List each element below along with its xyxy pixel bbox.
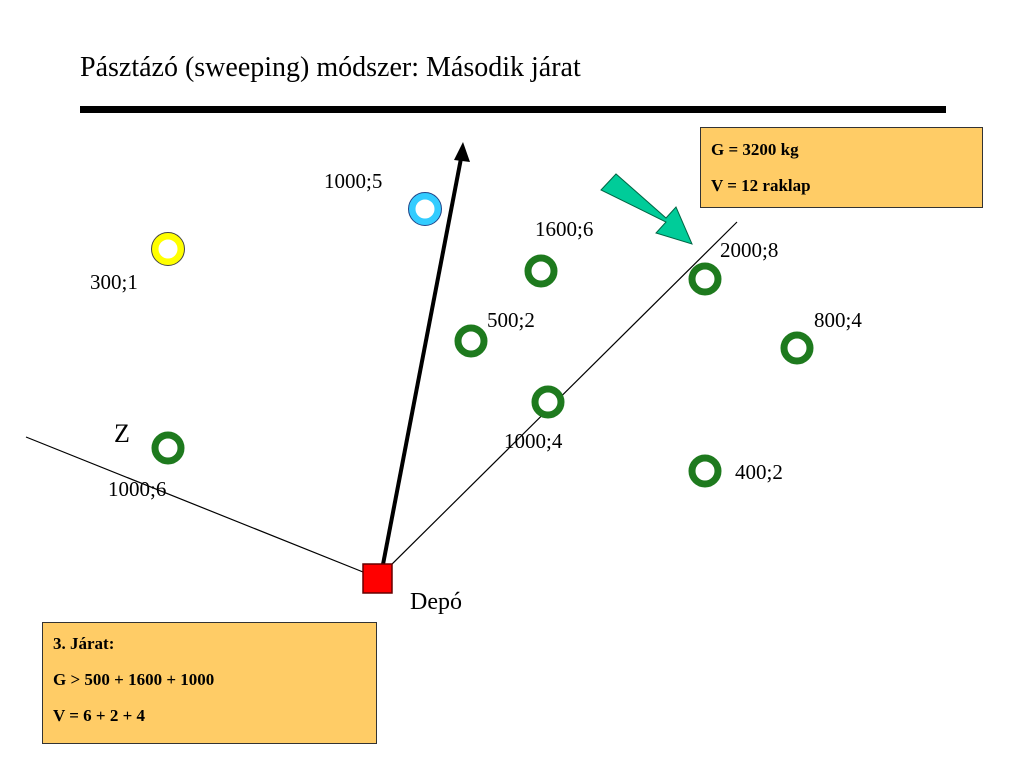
route-heading: 3. Járat: <box>53 634 115 653</box>
route-weight: G > 500 + 1600 + 1000 <box>53 670 215 689</box>
sweep-boundary-left <box>25 436 379 579</box>
node-1000-4: 1000;4 <box>504 385 565 453</box>
node-label: 1000;5 <box>324 169 382 193</box>
node-marker <box>531 385 565 419</box>
vehicle-capacity-box: G = 3200 kg V = 12 raklap <box>700 127 983 208</box>
capacity-weight: G = 3200 kg <box>711 140 799 159</box>
capacity-volume: V = 12 raklap <box>711 176 811 195</box>
sweep-arrowhead <box>454 142 470 162</box>
node-label: 2000;8 <box>720 238 778 262</box>
node-label: 1000;4 <box>504 429 563 453</box>
depot-square <box>362 563 393 594</box>
title-divider <box>80 106 946 113</box>
node-1000-6: 1000;6 <box>108 431 185 501</box>
route-volume: V = 6 + 2 + 4 <box>53 706 146 725</box>
node-300-1: 300;1 <box>90 232 185 294</box>
node-marker <box>688 262 722 296</box>
node-1000-5: 1000;5 <box>324 169 442 226</box>
node-outline <box>408 192 442 226</box>
page-title: Pásztázó (sweeping) módszer: Második jár… <box>80 52 581 83</box>
node-2000-8: 2000;8 <box>688 238 778 296</box>
node-label: 300;1 <box>90 270 138 294</box>
node-label: 1600;6 <box>535 217 593 241</box>
node-marker <box>408 192 442 226</box>
sweep-direction-arrow <box>378 147 465 581</box>
node-1600-6: 1600;6 <box>524 217 593 288</box>
teal-pointer-arrow <box>600 173 693 245</box>
route-summary-box: 3. Járat: G > 500 + 1600 + 1000 V = 6 + … <box>42 622 377 744</box>
node-400-2: 400;2 <box>688 454 783 488</box>
node-label: 800;4 <box>814 308 862 332</box>
node-outline <box>151 232 185 266</box>
node-marker <box>151 431 185 465</box>
node-marker <box>151 232 185 266</box>
node-marker <box>688 454 722 488</box>
zone-label: Z <box>114 419 130 448</box>
depot-label: Depó <box>410 589 462 615</box>
node-marker <box>454 324 488 358</box>
node-label: 500;2 <box>487 308 535 332</box>
node-800-4: 800;4 <box>780 308 862 365</box>
node-label: 400;2 <box>735 460 783 484</box>
node-500-2: 500;2 <box>454 308 535 358</box>
node-marker <box>780 331 814 365</box>
node-marker <box>524 254 558 288</box>
node-label: 1000;6 <box>108 477 166 501</box>
